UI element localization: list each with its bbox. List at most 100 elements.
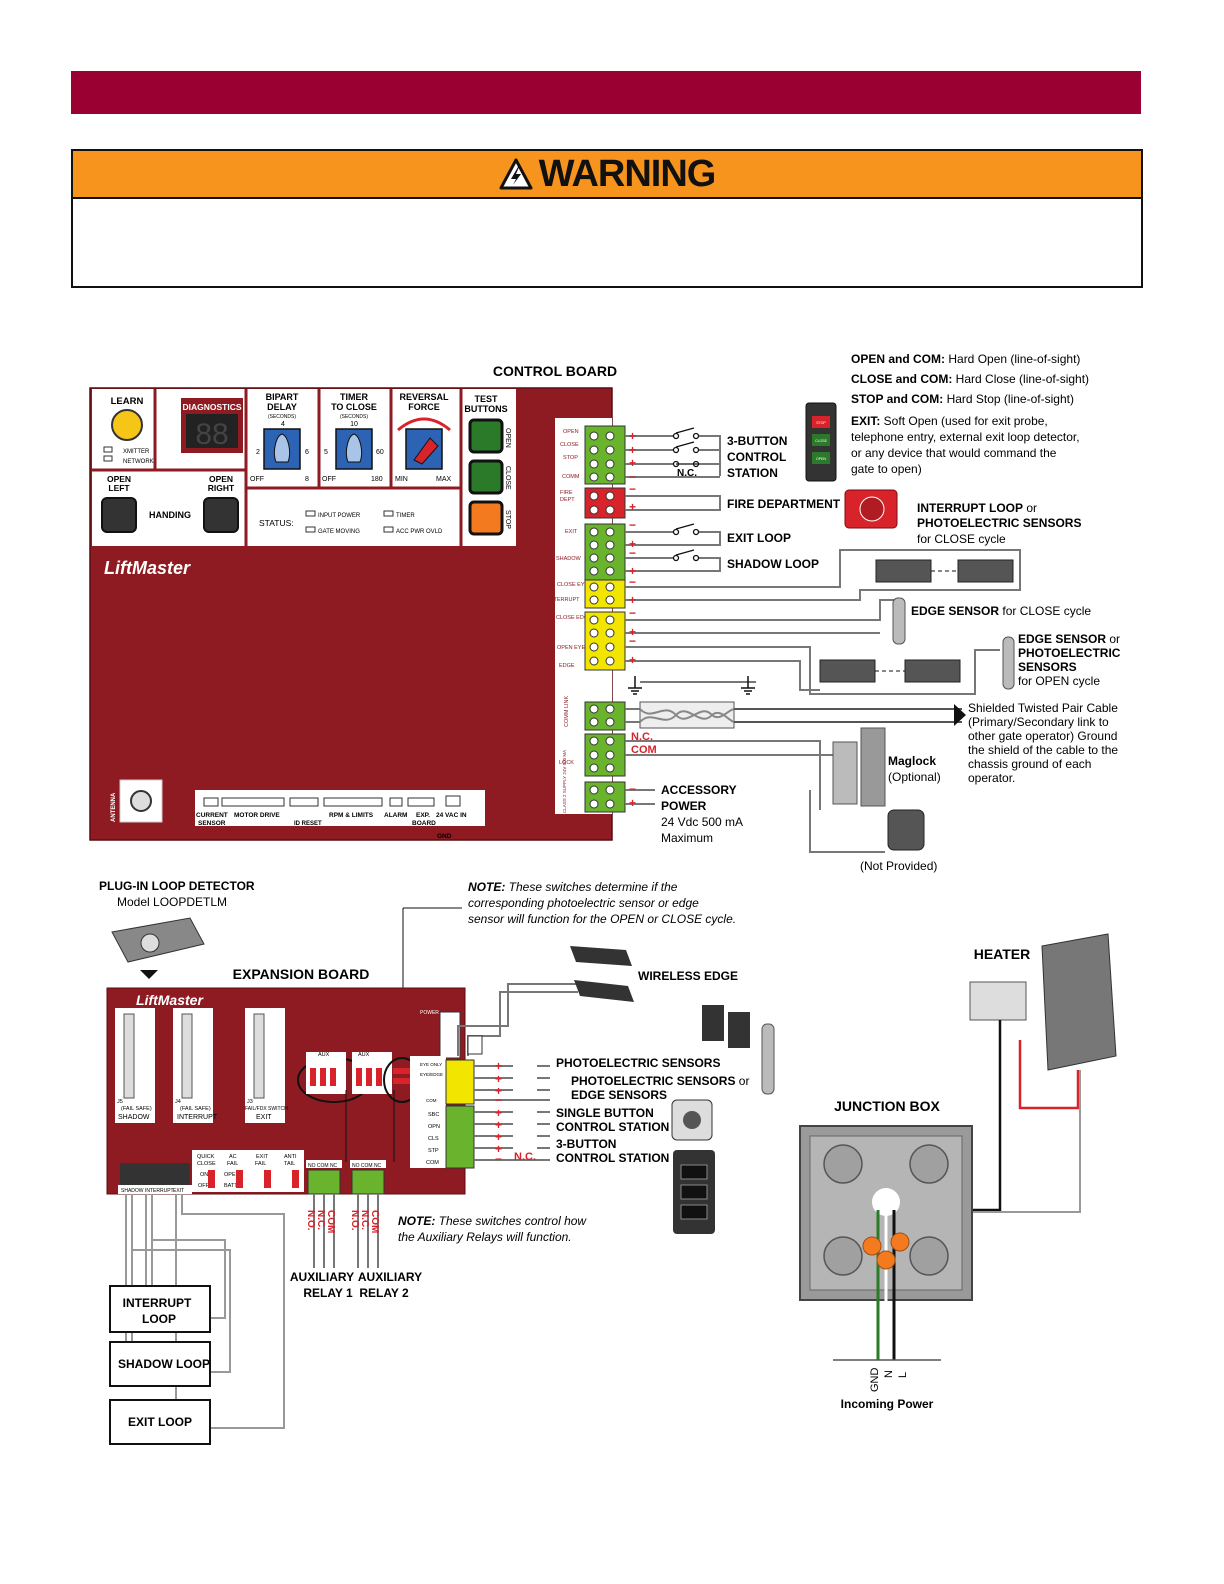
plus-6: +: [629, 564, 636, 578]
test-open-button[interactable]: [468, 418, 504, 454]
slot-interrupt-label: INTERRUPT: [177, 1114, 218, 1121]
power-label: POWER: [420, 1010, 439, 1016]
bipart-units: (SECONDS): [268, 414, 296, 420]
minus-1: −: [629, 470, 636, 484]
motor-drive-label: MOTOR DRIVE: [234, 812, 280, 819]
maglock-label: Maglock: [888, 754, 936, 768]
test-close-button[interactable]: [468, 459, 504, 495]
accessory-spec-2: Maximum: [661, 831, 713, 845]
gnd-label: GND: [437, 833, 452, 840]
fs2-label: (FAIL SAFE): [180, 1106, 211, 1112]
aux2-label: AUX: [358, 1052, 370, 1058]
exit-loop-label: EXIT LOOP: [727, 531, 791, 545]
heater-label: HEATER: [974, 946, 1031, 962]
conn-interrupt: INTERRUPT: [145, 1188, 174, 1194]
fs3-label: FAIL/FDX SWITCH: [245, 1106, 288, 1112]
bottom-connector-strip: [195, 790, 485, 826]
shadow-loop-label: SHADOW LOOP: [727, 557, 819, 571]
shield-text-1: Shielded Twisted Pair Cable: [968, 701, 1118, 715]
learn-label: LEARN: [111, 396, 144, 407]
alarm-label: ALARM: [384, 812, 407, 819]
accessory-label-1: ACCESSORY: [661, 783, 737, 797]
timer-led: TIMER: [396, 513, 415, 519]
sw-off: OFF: [198, 1183, 210, 1189]
term-exit: EXIT: [565, 529, 578, 535]
plus-8: +: [629, 625, 636, 639]
maglock-optional: (Optional): [888, 770, 941, 784]
relay2-terminal: [351, 1169, 385, 1195]
l-terminal-label: L: [897, 1372, 909, 1378]
reversal-title-1: REVERSAL: [399, 392, 449, 402]
note2-line-1: These switches control how: [435, 1214, 587, 1228]
control-board-title: CONTROL BOARD: [493, 363, 617, 379]
terminal-block-accessory: [584, 781, 626, 813]
fire-department-label: FIRE DEPARTMENT: [727, 497, 841, 511]
expansion-wires: [457, 983, 578, 1161]
relay1-label-1: AUXILIARY: [290, 1270, 354, 1284]
test-stop-button[interactable]: [468, 500, 504, 536]
exit-loop-box-label: EXIT LOOP: [128, 1415, 192, 1429]
bipart-title-2: DELAY: [267, 402, 297, 412]
learn-button[interactable]: [111, 409, 143, 441]
sw-anti: ANTI: [284, 1154, 297, 1160]
status-label: STATUS:: [259, 518, 294, 528]
stp-label: STP: [428, 1148, 439, 1154]
open-right-button[interactable]: [203, 497, 239, 533]
eye-edge-label: EYE/EDGE: [420, 1072, 443, 1077]
gate-moving-led: GATE MOVING: [318, 529, 360, 535]
bipart-n8: 8: [305, 476, 309, 483]
exit-desc-3: or any device that would command the: [851, 446, 1057, 460]
maglock-plate: [832, 741, 858, 805]
timer-n180: 180: [371, 476, 383, 483]
sw-open: OPEN: [224, 1172, 240, 1178]
exp-plus-7: +: [495, 1142, 502, 1156]
svg-text:EDGE SENSOR for CLOSE cycle: EDGE SENSOR for CLOSE cycle: [911, 604, 1091, 618]
slot-interrupt: [173, 1008, 213, 1123]
wire-nut-3: [890, 1232, 910, 1252]
slot-shadow-label: SHADOW: [118, 1114, 150, 1121]
antenna-connector[interactable]: [130, 790, 152, 812]
com2-label: COM: [426, 1098, 437, 1103]
thermostat-icon: [969, 981, 1027, 1021]
svg-text:OPEN and COM: Hard Open (line-: OPEN and COM: Hard Open (line-of-sight): [851, 352, 1080, 366]
note1-line-3: sensor will function for the OPEN or CLO…: [468, 912, 736, 926]
terminal-block-fire: [584, 487, 626, 519]
station-close-text: CLOSE: [815, 439, 828, 443]
edge-close-title: EDGE SENSOR: [911, 604, 999, 618]
bipart-n2: 2: [256, 449, 260, 456]
term-edge: EDGE: [559, 663, 575, 669]
relay1-no: N.O.: [305, 1210, 316, 1231]
svg-text:EXIT: Soft Open (used for exit: EXIT: Soft Open (used for exit probe,: [851, 414, 1048, 428]
twisted-pair-cable: [639, 701, 735, 729]
expansion-green-block: [445, 1105, 475, 1169]
interrupt-title: INTERRUPT LOOP: [917, 501, 1023, 515]
conn-shadow: SHADOW: [121, 1188, 144, 1194]
relay1-label-2: RELAY 1: [303, 1286, 353, 1300]
minus-8: −: [629, 782, 636, 796]
sw-exit: EXIT: [256, 1154, 269, 1160]
open-left-label-2: LEFT: [108, 483, 130, 493]
sw-on: ON: [200, 1172, 208, 1178]
plugin-title: PLUG-IN LOOP DETECTOR: [99, 879, 255, 893]
minus-3: −: [629, 518, 636, 532]
open-left-button[interactable]: [101, 497, 137, 533]
opn-label: OPN: [428, 1124, 440, 1130]
note1-line-1: These switches determine if the: [505, 880, 677, 894]
timer-n60: 60: [376, 449, 384, 456]
heater-icon: [1041, 933, 1117, 1071]
sbc-label: SBC: [428, 1112, 439, 1118]
exit-title: EXIT:: [851, 414, 880, 428]
photo2-or: or: [735, 1074, 749, 1088]
acc-pwr-led: ACC PWR OVLD: [396, 529, 443, 535]
j3-label: J3: [247, 1099, 253, 1105]
timer-title-1: TIMER: [340, 392, 368, 402]
fs1-label: (FAIL SAFE): [121, 1106, 152, 1112]
open-right-label-2: RIGHT: [208, 483, 235, 493]
shield-text-4: the shield of the cable to the: [968, 743, 1118, 757]
wireless-edge-icon-2: [574, 980, 634, 1002]
reversal-title-2: FORCE: [408, 402, 440, 412]
exit-desc-2: telephone entry, external exit loop dete…: [851, 430, 1080, 444]
open-com-desc: Hard Open (line-of-sight): [945, 352, 1080, 366]
sensor-label: SENSOR: [198, 820, 226, 827]
header-band: [71, 71, 1141, 114]
